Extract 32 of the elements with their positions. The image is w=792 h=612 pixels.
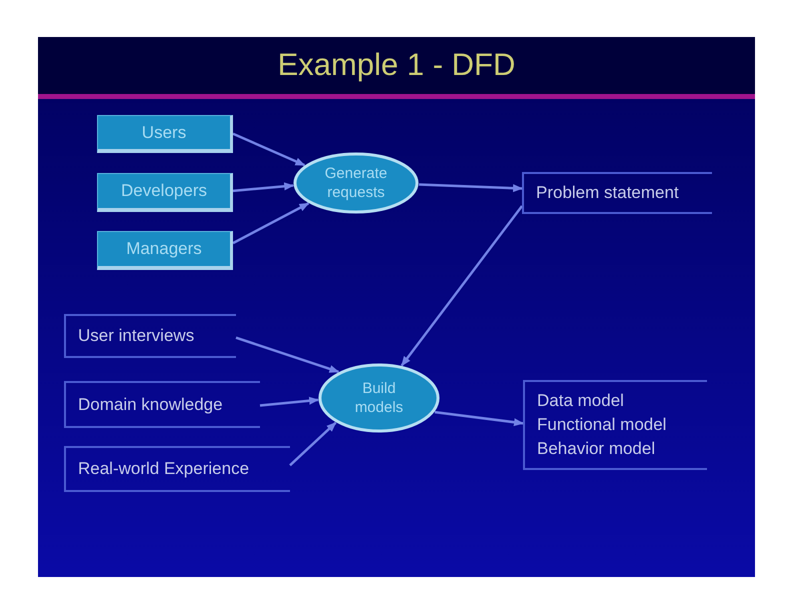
data-store [64,314,236,358]
data-store [522,172,712,214]
external-entity-box [97,231,233,270]
arrow [289,422,337,466]
arrow [232,202,310,244]
slide-title: Example 1 - DFD [278,48,516,83]
store-label: Domain knowledge [78,394,224,416]
process-ellipse [293,152,419,214]
store-label: Functional model [537,414,668,436]
external-entity-box [97,115,233,153]
arrow [434,410,524,426]
arrow [232,182,294,192]
store-label: Data model [537,390,625,412]
entity-label: Users [142,122,186,142]
data-store [64,381,260,428]
external-entity-box [97,173,233,212]
store-label: Problem statement [536,182,680,204]
arrow [418,183,523,192]
arrow [236,336,340,374]
process-label: Build models [354,378,404,418]
store-label: User interviews [78,325,196,347]
process-ellipse [318,363,440,433]
arrow [400,205,523,366]
arrow [260,396,320,407]
arrow [232,132,306,166]
process-label: Generate requests [324,164,388,202]
store-label: Real-world Experience [78,458,250,480]
entity-label: Developers [121,181,207,201]
entity-label: Managers [126,239,202,259]
data-store [523,380,707,470]
store-label: Behavior model [537,438,656,460]
data-store [64,446,290,492]
